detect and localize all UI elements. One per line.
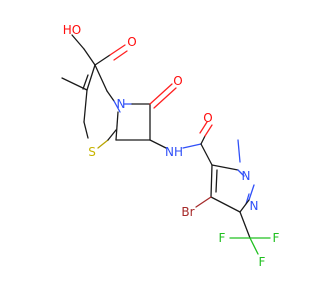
bond (239, 199, 250, 213)
ring-nitrogen-label: N (117, 97, 126, 111)
pyrazole-n2-label: N (250, 199, 259, 213)
bonds (61, 34, 271, 255)
atom-labels: HO O O N S NH O N N Br F F F (63, 23, 280, 269)
bond (215, 169, 218, 193)
fluorine-label: F (219, 231, 226, 245)
bond (149, 83, 173, 105)
bond (237, 169, 245, 177)
carboxyl-oxygen-label: O (127, 35, 136, 49)
bond (153, 87, 177, 109)
bond (237, 139, 241, 163)
amide-nh-label: NH (165, 145, 183, 159)
fluorine-label: F (259, 255, 266, 269)
fluorine-label: F (273, 231, 280, 245)
bond (71, 34, 85, 50)
bond (83, 89, 88, 123)
hydroxyl-label: HO (63, 23, 81, 37)
bond (211, 164, 239, 171)
bond (195, 196, 212, 208)
bond (210, 196, 241, 213)
bond (83, 48, 96, 66)
bond (94, 54, 111, 66)
bond (109, 44, 126, 56)
bond (200, 135, 206, 145)
molecule-structure: HO O O N S NH O N N Br F F F (61, 23, 280, 269)
bond (113, 100, 121, 113)
bond (83, 121, 89, 139)
bond (249, 237, 259, 255)
bond (82, 74, 89, 90)
bond (113, 50, 128, 61)
bond (86, 64, 96, 91)
bond (210, 164, 213, 198)
amide-oxygen-label: O (203, 111, 212, 125)
bond (149, 139, 167, 149)
bond (204, 124, 213, 137)
bond (248, 184, 255, 201)
bond (200, 143, 213, 166)
lactam-oxygen-label: O (173, 74, 182, 88)
bond (115, 111, 119, 141)
bromine-label: Br (181, 205, 194, 219)
bond (94, 64, 108, 92)
bond (199, 121, 208, 134)
bond (107, 129, 117, 141)
sulfur-label: S (88, 145, 96, 159)
pyrazole-n1-label: N (242, 169, 251, 183)
bond (61, 77, 88, 91)
bond (239, 211, 251, 239)
bond (106, 90, 115, 102)
bond (182, 143, 202, 149)
bond (97, 139, 109, 149)
